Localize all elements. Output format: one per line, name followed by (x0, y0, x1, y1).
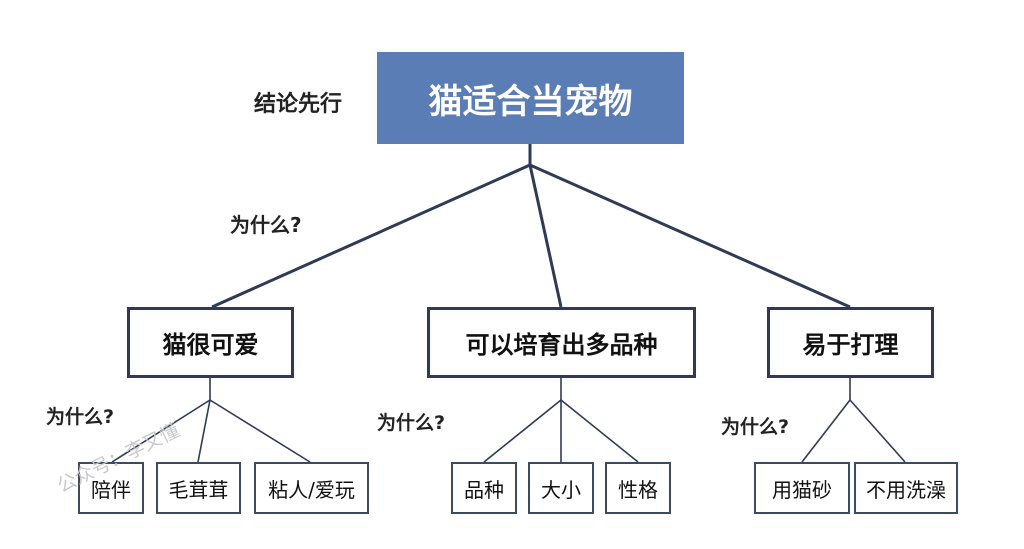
leaf-node-breed: 品种 (451, 462, 517, 514)
connector-reason-3-child-1 (801, 399, 851, 463)
leaf-node-fluffy: 毛茸茸 (156, 462, 241, 514)
why-label-reason-2: 为什么? (377, 412, 446, 434)
leaf-node-size: 大小 (528, 462, 594, 514)
why-label-reason-3: 为什么? (721, 416, 790, 438)
why-label-reason-1: 为什么? (46, 406, 115, 428)
connector-reason-3-child-2 (849, 399, 906, 463)
connector-reason-1-child-1 (111, 399, 211, 463)
connector-reason-1-child-3 (209, 399, 311, 463)
why-label-top: 为什么? (230, 213, 302, 237)
reason-node-1: 猫很可爱 (127, 307, 294, 378)
connector-root-to-reason-1 (211, 163, 531, 309)
leaf-node-temperament: 性格 (605, 462, 671, 514)
connector-reason-2-child-3 (560, 399, 639, 463)
connector-reason-1-child-2 (197, 399, 211, 463)
reason-node-2: 可以培育出多品种 (427, 307, 696, 378)
root-node: 猫适合当宠物 (377, 52, 684, 144)
connector-reason-2-child-1 (483, 399, 562, 463)
leaf-node-clingy-playful: 粘人/爱玩 (254, 462, 369, 514)
connector-root-to-reason-3 (529, 163, 851, 309)
connector-root-to-reason-2 (528, 164, 563, 308)
leaf-node-cat-litter: 用猫砂 (754, 462, 850, 514)
reason-node-3: 易于打理 (767, 307, 934, 378)
leaf-node-no-bathing: 不用洗澡 (854, 462, 958, 514)
leaf-node-companionship: 陪伴 (78, 462, 144, 514)
conclusion-label: 结论先行 (254, 92, 343, 117)
